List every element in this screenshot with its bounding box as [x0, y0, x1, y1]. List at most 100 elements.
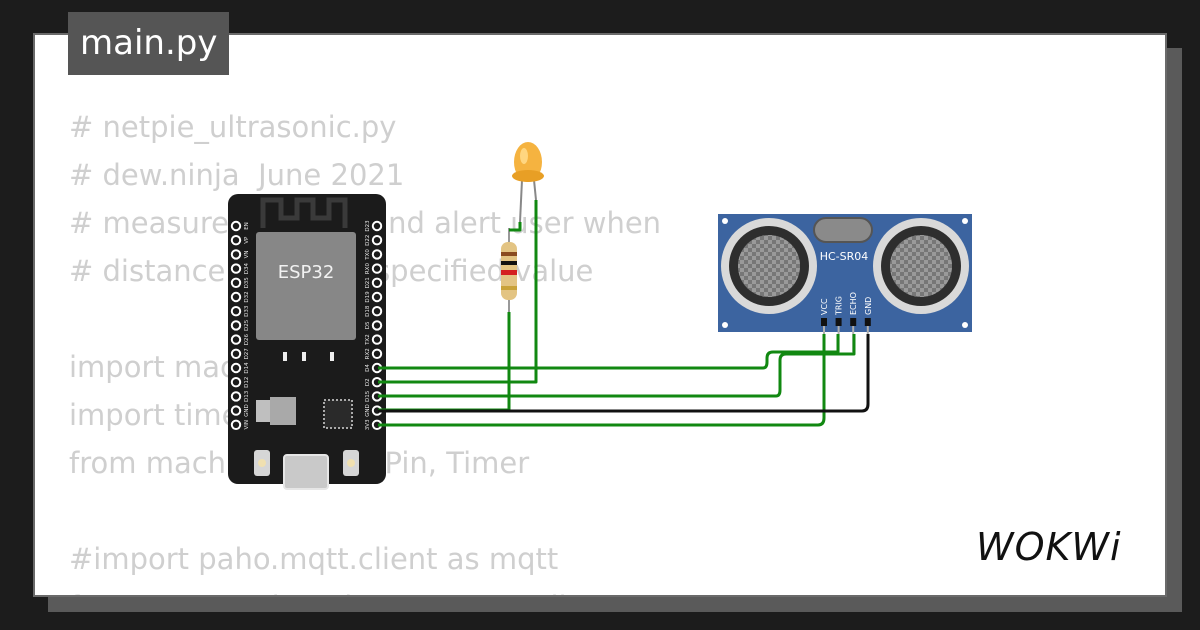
header-pin[interactable]: [371, 291, 383, 303]
pin-label: TX2: [365, 334, 371, 346]
wire-echo: [378, 334, 856, 398]
pin-label: D35: [244, 277, 250, 289]
pin-label: VN: [244, 250, 250, 258]
usb-chip: [323, 399, 353, 429]
preview-card: # netpie_ultrasonic.py # dew.ninja June 2…: [33, 33, 1167, 597]
pin-label: TX0: [365, 249, 371, 261]
wires: [378, 200, 870, 427]
pin-label: D19: [365, 291, 371, 303]
wire-gnd: [378, 334, 870, 413]
pin-label: D33: [244, 305, 250, 317]
file-tab-label: main.py: [80, 23, 218, 63]
header-pin[interactable]: [230, 405, 242, 416]
pin-label: RX2: [365, 348, 371, 359]
wire-led-d4: [378, 200, 538, 384]
sensor-label: HC-SR04: [820, 250, 869, 263]
header-pin[interactable]: [371, 277, 383, 288]
sensor-pin-label: VCC: [820, 298, 829, 315]
code-line: # distance less than specified value: [69, 254, 594, 288]
header-pin[interactable]: [230, 235, 242, 246]
pin-label: D4: [365, 364, 371, 372]
header-pin[interactable]: [371, 320, 383, 331]
header-pin[interactable]: [371, 263, 383, 274]
esp32-module: [256, 232, 356, 340]
header-pin[interactable]: [371, 220, 383, 232]
pin-label: EN: [244, 222, 250, 230]
pin-label: D12: [244, 377, 250, 388]
pin-label: D14: [244, 362, 250, 374]
header-pin[interactable]: [371, 249, 383, 260]
sensor-pin-label: ECHO: [849, 292, 858, 315]
wokwi-logo: WOKWi: [976, 525, 1122, 569]
voltage-regulator: [256, 397, 296, 425]
wire-trig: [378, 334, 840, 370]
pin-label: D27: [244, 348, 250, 360]
header-pin[interactable]: [230, 249, 242, 260]
pin-label: D5: [365, 321, 371, 329]
wire-led-gnd: [509, 222, 522, 232]
pin-label: D23: [365, 220, 371, 232]
header-pin[interactable]: [230, 348, 242, 359]
pin-label: 3V3: [365, 419, 371, 430]
esp32-label: ESP32: [278, 262, 335, 283]
header-pin[interactable]: [230, 391, 242, 402]
reset-button[interactable]: [254, 450, 270, 476]
transducer-right: [873, 218, 969, 314]
smd-parts: [283, 352, 334, 361]
antenna-icon: [260, 197, 348, 228]
sensor-pin[interactable]: [850, 318, 857, 326]
code-line: import time: [69, 398, 240, 432]
header-pin[interactable]: [230, 419, 242, 430]
pin-label: D15: [365, 390, 371, 402]
pin-label: D2: [365, 378, 371, 386]
pin-label: D34: [244, 262, 250, 274]
header-pin[interactable]: [230, 320, 242, 331]
pin-label: D25: [244, 319, 250, 331]
pin-label: D22: [365, 235, 371, 246]
header-pin[interactable]: [230, 263, 242, 274]
transducer-left: [721, 218, 817, 314]
header-pin[interactable]: [230, 291, 242, 303]
pin-label: D21: [365, 277, 371, 288]
wire-vcc: [378, 334, 826, 427]
sensor-pin-label: TRIG: [835, 296, 844, 316]
sensor-pin-label: GND: [864, 297, 873, 315]
file-tab[interactable]: main.py: [68, 12, 230, 75]
pin-label: VIN: [244, 420, 250, 430]
header-pin[interactable]: [230, 377, 242, 388]
pin-label: D26: [244, 333, 250, 345]
resistor[interactable]: [501, 228, 517, 312]
header-pin[interactable]: [230, 277, 242, 288]
code-line: from umqtt.robust import MQTTClient: [69, 583, 661, 595]
ultrasonic-sensor[interactable]: HC-SR04 VCC TRIG ECHO GND: [718, 214, 972, 352]
crystal-oscillator: [813, 217, 873, 243]
header-pin[interactable]: [230, 306, 242, 317]
pin-label: RX0: [365, 263, 371, 275]
header-pin[interactable]: [230, 220, 242, 232]
led[interactable]: [512, 142, 544, 223]
code-line: # netpie_ultrasonic.py: [69, 110, 397, 144]
pin-label: D18: [365, 305, 371, 317]
header-pin[interactable]: [371, 348, 383, 359]
header-pin[interactable]: [230, 334, 242, 345]
code-line: # dew.ninja June 2021: [69, 158, 405, 192]
pin-label: GND: [365, 404, 371, 417]
pin-label: GND: [244, 404, 250, 417]
sensor-pin[interactable]: [835, 318, 842, 326]
sensor-pin[interactable]: [821, 318, 827, 326]
pin-label: D32: [244, 291, 250, 302]
header-pin[interactable]: [371, 306, 383, 317]
header-pin[interactable]: [371, 334, 383, 345]
boot-button[interactable]: [343, 450, 359, 476]
code-line: #import paho.mqtt.client as mqtt: [69, 542, 559, 576]
header-pin[interactable]: [371, 235, 383, 246]
pin-label: D13: [244, 390, 250, 402]
pin-label: VP: [244, 236, 250, 244]
sensor-pin[interactable]: [864, 318, 871, 326]
header-pin[interactable]: [230, 362, 242, 374]
usb-port: [283, 454, 329, 490]
esp32-board[interactable]: ESP32 ENVPVND34D35D32D33D25D26D27D14D12D…: [228, 194, 386, 490]
